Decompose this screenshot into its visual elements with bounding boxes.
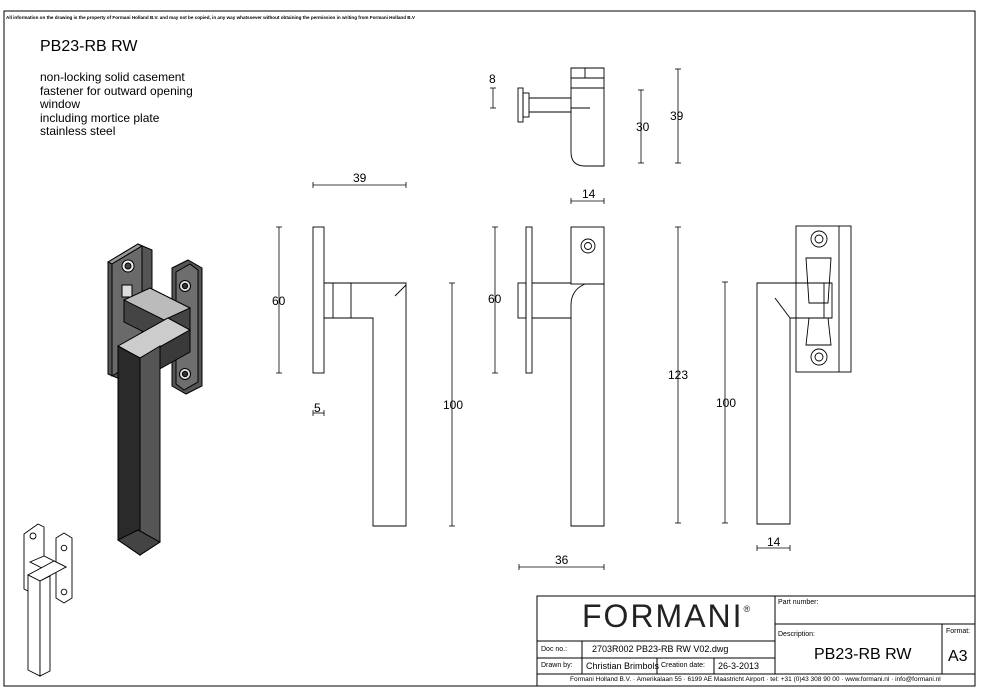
top-dims: [312, 68, 681, 204]
side-dims: [276, 226, 455, 527]
description-line: non-locking solid casement: [40, 70, 185, 84]
dim-front-total-height: 123: [668, 368, 689, 382]
creation-date-value: 26-3-2013: [718, 661, 760, 671]
footer-address: Formani Holland B.V. · Amerikalaan 55 · …: [570, 676, 941, 683]
format-value: A3: [948, 648, 968, 665]
dim-back-width: 14: [767, 535, 781, 549]
iso-view: [106, 243, 203, 556]
description-line: fastener for outward opening: [40, 83, 193, 98]
dim-front-plate-height: 60: [488, 292, 502, 306]
description-line: window: [40, 97, 81, 111]
front-view: [517, 226, 605, 527]
drawn-by-label: Drawn by:: [541, 662, 573, 669]
doc-no-label: Doc no.:: [541, 646, 568, 653]
part-number-label: Part number:: [778, 599, 819, 606]
description-value: PB23-RB RW: [814, 646, 912, 663]
product-title: PB23-RB RW: [40, 38, 138, 55]
dim-side-handle-length: 100: [443, 398, 464, 412]
description-line: stainless steel: [40, 124, 116, 138]
dim-front-body-width: 36: [555, 553, 569, 567]
dim-side-plate-height: 60: [272, 294, 286, 308]
back-dims: [722, 281, 791, 551]
iso-small-view: [23, 523, 73, 677]
description-label: Description:: [778, 631, 815, 638]
dim-top-height-b: 39: [670, 109, 684, 123]
product-description: non-locking solid casement fastener for …: [40, 70, 193, 139]
side-view: [312, 226, 407, 527]
front-dims: [492, 226, 681, 570]
dim-top-height-a: 30: [636, 120, 650, 134]
sheet-border: [3, 10, 976, 687]
description-line: including mortice plate: [40, 110, 160, 125]
creation-date-label: Creation date:: [661, 662, 705, 669]
drawn-by-value: Christian Brimbols: [586, 661, 660, 671]
top-view: [517, 67, 605, 167]
dim-front-plate-width: 14: [582, 187, 596, 201]
registered-mark: ®: [743, 604, 751, 614]
doc-no-value: 2703R002 PB23-RB RW V02.dwg: [592, 644, 729, 654]
disclaimer-text: All information on the drawing is the pr…: [6, 15, 415, 20]
dim-back-handle-length: 100: [716, 396, 737, 410]
brand-name: FORMANI: [582, 598, 744, 634]
title-block-lines: [536, 595, 976, 687]
back-view: [756, 225, 852, 525]
dim-side-plate-depth: 5: [314, 401, 321, 415]
dim-top-width: 8: [489, 72, 496, 86]
dim-side-width: 39: [353, 171, 367, 185]
brand-logo: FORMANI®: [582, 598, 750, 635]
format-label: Format:: [946, 628, 971, 635]
